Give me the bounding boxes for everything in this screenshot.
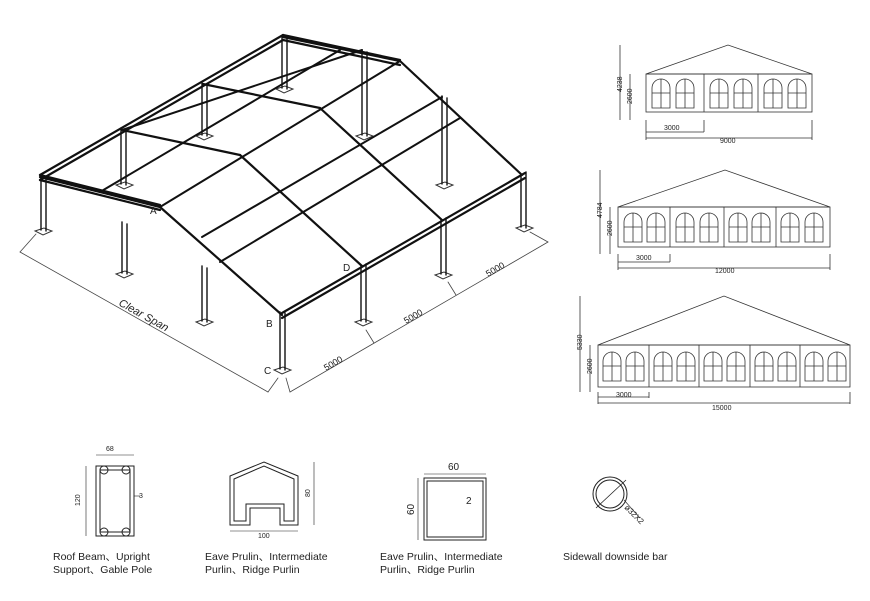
sidewall-bar-size: ø32X2	[623, 503, 646, 526]
roof-beam-width: 68	[106, 446, 114, 453]
rafters	[38, 35, 524, 317]
roof-beam-wall: 3	[139, 493, 143, 500]
caption-sidewall-bar: Sidewall downside bar	[563, 551, 667, 564]
elev2-height-side: 2600	[607, 220, 614, 236]
caption-roof-beam-line2: Support、Gable Pole	[53, 564, 153, 576]
eave-purlin-b-width: 60	[448, 462, 460, 473]
purlins	[99, 49, 461, 263]
elev3-height-side: 2600	[587, 358, 594, 374]
eave-purlin-a-width: 100	[258, 533, 270, 540]
elevation-15m: 5330 2600 3000 15000	[577, 295, 851, 412]
caption-eave-purlin-b-line2: Purlin、Ridge Purlin	[380, 564, 475, 576]
elev2-bay: 3000	[636, 255, 652, 262]
corner-label-d: D	[343, 263, 350, 274]
window-row	[623, 212, 824, 243]
caption-roof-beam-line1: Roof Beam、Upright	[53, 551, 150, 563]
elev1-height-side: 2600	[627, 88, 634, 104]
dimension-lines	[19, 231, 549, 393]
caption-eave-purlin-b-line1: Eave Prulin、Intermediate	[380, 551, 503, 563]
profile-roof-beam: 68 120 3	[75, 446, 143, 537]
elevation-12m: 4784 2600 3000 12000	[597, 169, 831, 275]
caption-eave-purlin-a-line1: Eave Prulin、Intermediate	[205, 551, 328, 563]
profile-eave-purlin-b: 60 60 2	[406, 462, 487, 541]
caption-eave-purlin-a-line2: Purlin、Ridge Purlin	[205, 564, 300, 576]
elev2-height-total: 4784	[597, 202, 604, 218]
eave-purlin-b-height: 60	[406, 503, 417, 515]
profile-eave-purlin-a: 100 80	[229, 461, 315, 540]
corner-label-a: A	[150, 206, 157, 217]
elev3-width: 15000	[712, 405, 732, 412]
eave-beams	[38, 33, 527, 320]
bay-label-3: 5000	[484, 260, 506, 279]
elev3-height-total: 5330	[577, 334, 584, 350]
corner-labels: A B C D	[150, 206, 350, 377]
elev1-bay: 3000	[664, 125, 680, 132]
bay-label-1: 5000	[322, 354, 344, 373]
caption-eave-purlin-b: Eave Prulin、Intermediate Purlin、Ridge Pu…	[380, 551, 503, 577]
elev1-height-total: 4238	[617, 76, 624, 92]
corner-label-b: B	[266, 319, 273, 330]
eave-purlin-b-wall: 2	[466, 496, 472, 507]
eave-purlin-a-height: 80	[305, 489, 312, 497]
elev2-width: 12000	[715, 268, 735, 275]
bay-label-2: 5000	[402, 307, 424, 326]
clear-span-label: Clear Span	[117, 297, 171, 334]
upright-poles	[40, 35, 527, 371]
elevation-9m: 4238 2600 3000 9000	[617, 44, 813, 145]
caption-eave-purlin-a: Eave Prulin、Intermediate Purlin、Ridge Pu…	[205, 551, 328, 577]
window-row	[651, 78, 807, 109]
roof-beam-height: 120	[75, 494, 82, 506]
window-row	[602, 351, 847, 382]
elev3-bay: 3000	[616, 392, 632, 399]
tent-frame-isometric: A B C D Clear Span 5000 5000 5000	[19, 33, 549, 393]
elev1-width: 9000	[720, 138, 736, 145]
corner-label-c: C	[264, 366, 271, 377]
profile-sidewall-bar: ø32X2	[592, 476, 646, 526]
caption-sidewall-bar-line1: Sidewall downside bar	[563, 551, 668, 563]
caption-roof-beam: Roof Beam、Upright Support、Gable Pole	[53, 551, 152, 577]
base-plates	[33, 85, 535, 375]
